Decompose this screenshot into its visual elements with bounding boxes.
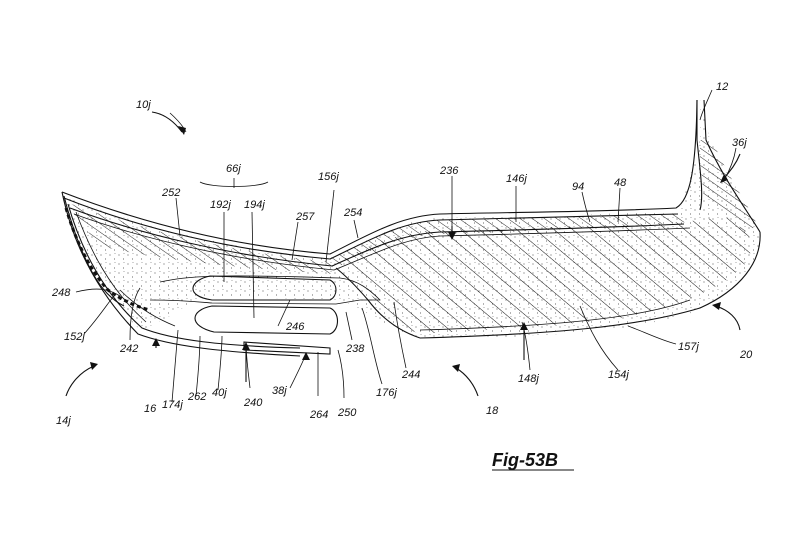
label-250: 250 [337,407,357,419]
label-246: 246 [285,321,305,333]
label-262: 262 [187,391,206,403]
label-20: 20 [739,349,753,361]
label-66j: 66j [226,163,241,175]
top-outline-2 [63,197,679,260]
label-36j: 36j [732,137,747,149]
chamber-divider [149,299,380,305]
toe-inner-line [119,289,176,327]
forefoot-hatch-band [66,202,336,274]
label-176j: 176j [376,387,397,399]
top-strip-hatch [330,214,690,268]
label-254: 254 [343,207,362,219]
leader-lines [75,89,737,403]
arrows [65,111,741,397]
heel-right [419,231,761,339]
chamber-upper [192,275,337,301]
label-192j: 192j [210,199,231,211]
label-94: 94 [572,181,584,193]
label-244: 244 [401,369,420,381]
top-outline [61,99,698,255]
cushion-line [159,275,381,301]
counter-outer [696,100,703,211]
reference-labels: 10j 12 36j 66j 192j 194j 252 257 156j 25… [51,81,753,427]
heel-counter-hatch [700,140,758,232]
label-48: 48 [614,177,627,189]
label-238: 238 [345,343,365,355]
label-152j: 152j [64,331,85,343]
label-38j: 38j [272,385,287,397]
label-157j: 157j [678,341,699,353]
label-16: 16 [144,403,157,415]
label-242: 242 [119,343,138,355]
figure-title: Fig-53B [492,450,558,470]
forefoot-outer-2 [67,203,301,349]
top-outline-3 [69,207,685,267]
label-12: 12 [716,81,728,93]
label-40j: 40j [212,387,227,399]
label-257: 257 [295,211,315,223]
heel-hatch-region [338,217,752,334]
label-10j: 10j [136,99,151,111]
heel-bottom-inner [419,299,691,331]
label-154j: 154j [608,369,629,381]
counter-outer-2 [703,99,761,233]
forefoot-outer-3 [75,211,147,323]
label-174j: 174j [162,399,183,411]
label-14j: 14j [56,415,71,427]
label-148j: 148j [518,373,539,385]
label-252: 252 [161,187,180,199]
label-240: 240 [243,397,263,409]
label-194j: 194j [244,199,265,211]
chamber-lower [194,305,339,335]
label-146j: 146j [506,173,527,185]
label-248: 248 [51,287,71,299]
label-264: 264 [309,409,328,421]
label-18: 18 [486,405,499,417]
label-156j: 156j [318,171,339,183]
label-236: 236 [439,165,459,177]
top-outline-4 [73,213,691,271]
outsole-dashed [64,207,151,312]
